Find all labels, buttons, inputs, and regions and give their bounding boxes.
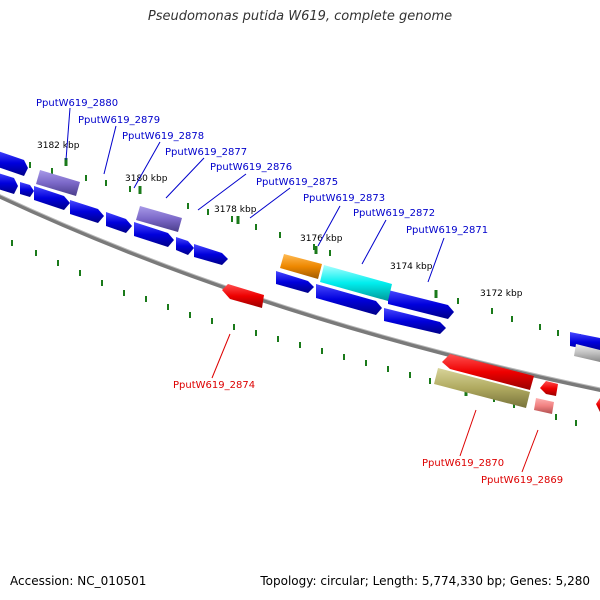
tick-label: 3178 kbp <box>214 205 257 215</box>
other-features <box>36 170 600 408</box>
gene-block[interactable] <box>280 254 322 279</box>
gene-arrow[interactable] <box>0 172 18 194</box>
tick-label: 3182 kbp <box>37 141 80 151</box>
gene-block[interactable] <box>574 344 600 362</box>
gene-arrow[interactable] <box>20 182 34 197</box>
gene-arrow[interactable] <box>534 398 554 414</box>
gene-block[interactable] <box>434 368 530 408</box>
gene-label-2869[interactable]: PputW619_2869 <box>481 475 563 486</box>
gene-arrow[interactable] <box>442 354 534 390</box>
gene-label-2877[interactable]: PputW619_2877 <box>165 147 247 158</box>
gene-label-2880[interactable]: PputW619_2880 <box>36 98 118 109</box>
accession-text: Accession: NC_010501 <box>10 574 147 588</box>
gene-arrow[interactable] <box>276 271 314 293</box>
gene-label-2876[interactable]: PputW619_2876 <box>210 162 292 173</box>
gene-arrow[interactable] <box>388 290 454 319</box>
gene-arrow[interactable] <box>540 381 558 396</box>
gene-label-2871[interactable]: PputW619_2871 <box>406 225 488 236</box>
gene-labels: PputW619_2880 PputW619_2879 PputW619_287… <box>36 98 563 486</box>
gene-block[interactable] <box>320 265 392 301</box>
gene-arrow[interactable] <box>596 398 600 412</box>
gene-label-2879[interactable]: PputW619_2879 <box>78 115 160 126</box>
gene-arrow[interactable] <box>316 284 382 315</box>
forward-leaders <box>65 107 445 283</box>
scale-ticks <box>64 158 468 396</box>
gene-arrow[interactable] <box>176 237 194 255</box>
forward-genes <box>0 150 600 352</box>
gene-arrow[interactable] <box>106 212 132 233</box>
tick-label: 3180 kbp <box>125 174 168 184</box>
gene-block[interactable] <box>136 206 182 232</box>
gene-arrow[interactable] <box>34 186 70 210</box>
gc-track <box>11 162 581 426</box>
gene-label-2872[interactable]: PputW619_2872 <box>353 208 435 219</box>
gene-arrow[interactable] <box>384 308 446 334</box>
gene-label-2874[interactable]: PputW619_2874 <box>173 380 255 391</box>
gene-arrow[interactable] <box>0 150 28 176</box>
gene-label-2873[interactable]: PputW619_2873 <box>303 193 385 204</box>
gene-label-2875[interactable]: PputW619_2875 <box>256 177 338 188</box>
gene-label-2870[interactable]: PputW619_2870 <box>422 458 504 469</box>
tick-label: 3172 kbp <box>480 289 523 299</box>
genome-summary-text: Topology: circular; Length: 5,774,330 bp… <box>260 574 590 588</box>
map-title: Pseudomonas putida W619, complete genome <box>147 9 453 24</box>
tick-label: 3174 kbp <box>390 262 433 272</box>
gene-arrow[interactable] <box>194 244 228 265</box>
gene-arrow[interactable] <box>134 222 174 247</box>
gene-arrow[interactable] <box>222 284 264 308</box>
reverse-leaders <box>211 333 539 473</box>
gene-block[interactable] <box>36 170 80 196</box>
gene-label-2878[interactable]: PputW619_2878 <box>122 131 204 142</box>
gene-arrow[interactable] <box>70 200 104 223</box>
reverse-genes <box>222 284 600 414</box>
